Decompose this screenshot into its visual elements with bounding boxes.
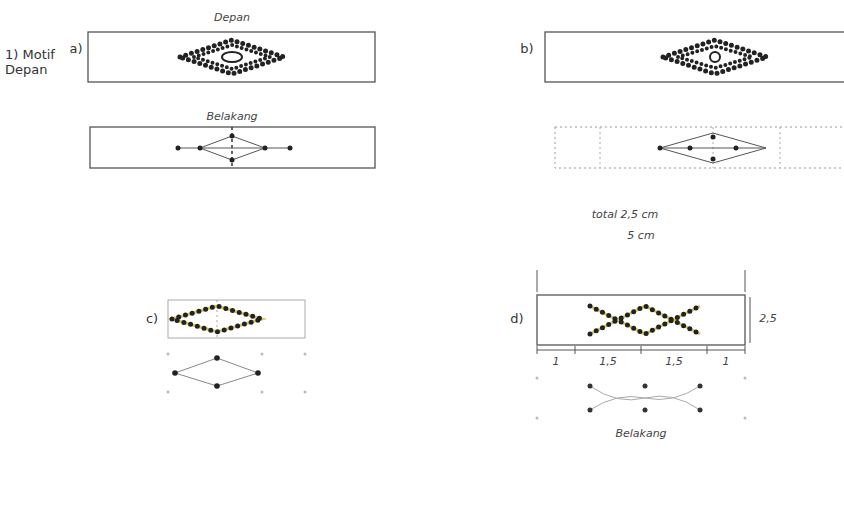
yellow-thread <box>590 306 700 334</box>
stitch-dot <box>711 157 716 162</box>
corner-dots <box>536 377 747 420</box>
stitch-dot <box>255 370 261 376</box>
part-letter: d) <box>510 312 523 327</box>
bead-diamond <box>172 306 262 332</box>
guide-dot <box>536 417 539 420</box>
guide-dot <box>744 417 747 420</box>
dimension-tick <box>537 270 538 292</box>
strip-outline <box>168 300 305 338</box>
section-heading: 1) Motif Depan <box>5 48 65 78</box>
thread-line <box>660 133 766 163</box>
stitch-dot <box>288 146 293 151</box>
side-label: Belakang <box>206 111 257 124</box>
guide-dot <box>304 391 307 394</box>
thread-line <box>590 386 700 410</box>
dimension-line <box>750 297 751 343</box>
center-bead <box>710 52 720 62</box>
stitch-dot <box>176 146 181 151</box>
dimension-label: 5 cm <box>627 230 654 243</box>
stitch-dot <box>263 146 268 151</box>
stitch-dot <box>734 146 739 151</box>
bead-diamond <box>180 40 284 74</box>
stitch-dot <box>698 384 703 389</box>
dimension-label: 1 <box>723 356 730 369</box>
dimension-note: total 2,5 cm <box>592 209 658 222</box>
strip-outline <box>88 32 375 82</box>
strip-outline <box>537 295 745 345</box>
dimension-tick <box>537 346 538 354</box>
stitch-dot <box>198 146 203 151</box>
stitch-dot <box>588 408 593 413</box>
side-label: Belakang <box>615 428 666 441</box>
yellow-thread <box>172 306 262 332</box>
side-label: Depan <box>214 12 250 25</box>
stitch-dot <box>172 370 178 376</box>
guide-dot <box>261 391 264 394</box>
guide-dot <box>261 353 264 356</box>
thread-line <box>660 148 766 149</box>
dimension-tick <box>707 346 708 354</box>
dimension-tick <box>745 270 746 292</box>
thread-line <box>178 148 290 149</box>
dimension-tick <box>575 346 576 354</box>
stitch-dot <box>214 383 220 389</box>
part-letter: c) <box>146 312 158 327</box>
stitch-dot <box>230 158 235 163</box>
guide-dot <box>167 353 170 356</box>
stitch-dot <box>643 384 648 389</box>
dimension-tick <box>745 346 746 354</box>
bead-diamond <box>194 45 270 69</box>
stitch-dot <box>688 146 693 151</box>
stitch-dot <box>214 355 220 361</box>
center-bead <box>222 52 242 62</box>
stitch-dot <box>643 408 648 413</box>
dimension-label: 1,5 <box>665 356 683 369</box>
bead-diamond <box>678 46 752 68</box>
guide-dot <box>744 377 747 380</box>
corner-dots <box>167 353 307 394</box>
strip-outline <box>555 127 844 168</box>
stitch-dots <box>176 134 293 163</box>
strip-outline <box>545 32 844 82</box>
guide-dot <box>536 377 539 380</box>
dimension-label: 1 <box>553 356 560 369</box>
guide-dot <box>167 391 170 394</box>
guide-line <box>780 127 781 168</box>
stitch-dot <box>230 134 235 139</box>
stitch-dot <box>711 135 716 140</box>
thread-line <box>590 386 700 410</box>
dimension-label: 1,5 <box>599 356 617 369</box>
stitch-dot <box>698 408 703 413</box>
part-letter: a) <box>69 42 82 57</box>
bead-line <box>590 306 700 334</box>
part-letter: b) <box>520 42 533 57</box>
bead-diamond <box>663 40 767 74</box>
guide-line <box>600 127 601 168</box>
yellow-thread <box>590 306 700 334</box>
stitch-dot <box>658 146 663 151</box>
bead-line <box>590 306 700 334</box>
strip-outline <box>90 127 375 168</box>
stitch-dot <box>588 384 593 389</box>
dimension-label: 2,5 <box>759 313 777 326</box>
stitch-dots <box>588 384 703 413</box>
dimension-tick <box>641 346 642 354</box>
stitch-dots <box>172 355 261 389</box>
guide-dot <box>304 353 307 356</box>
stitch-dots <box>658 135 739 162</box>
